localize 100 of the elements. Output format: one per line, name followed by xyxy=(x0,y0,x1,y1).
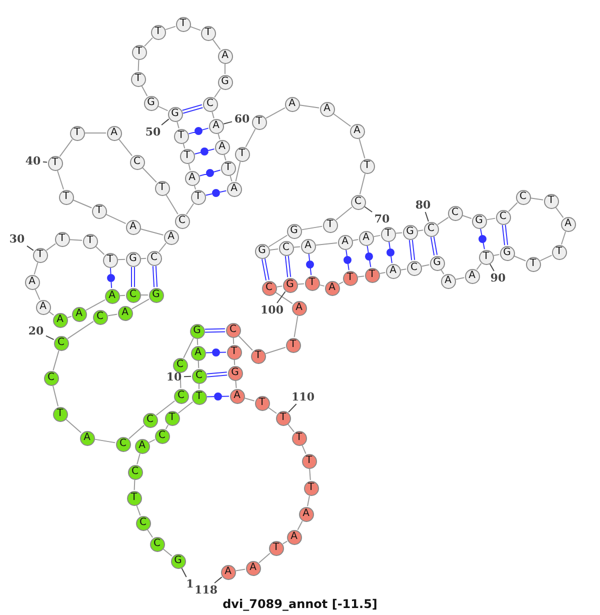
nucleotide-circle: C xyxy=(128,464,142,480)
backbone-line xyxy=(288,424,294,432)
nucleotide-circle: A xyxy=(190,346,206,360)
position-number: 90 xyxy=(490,272,506,284)
nucleotide-circle: T xyxy=(226,344,242,360)
nucleotide-circle: T xyxy=(130,72,146,86)
nucleotide-circle: A xyxy=(338,234,352,250)
nucleotide-circle: T xyxy=(92,204,106,218)
nucleotide-circle: C xyxy=(54,336,68,350)
leader-line xyxy=(181,568,187,578)
nucleotide-circle: A xyxy=(324,280,340,296)
nucleotide-circle: T xyxy=(544,194,558,208)
position-number: 20 xyxy=(28,326,44,336)
nucleotide-circle: T xyxy=(552,244,566,260)
backbone-line xyxy=(462,215,472,219)
nucleotide-circle: A xyxy=(24,274,40,290)
base-pair-double-line xyxy=(284,255,292,278)
backbone-line xyxy=(198,384,200,390)
backbone-line xyxy=(86,299,106,311)
backbone-line xyxy=(276,286,283,288)
nucleotide-circle: T xyxy=(380,226,396,242)
base-pair-dot-line xyxy=(365,245,373,268)
backbone-line xyxy=(136,453,140,465)
backbone-line xyxy=(165,424,169,430)
nucleotide-circle: T xyxy=(54,232,70,246)
backbone-line xyxy=(268,407,277,414)
nucleotide-circle: C xyxy=(278,240,294,256)
nucleotide-circle: C xyxy=(448,206,462,220)
caption: dvi_7089_annot [-11.5] xyxy=(222,597,378,611)
leader-line xyxy=(489,263,494,272)
nucleotide-circle: G xyxy=(500,246,514,260)
nucleotide-circle: C xyxy=(350,194,366,210)
nucleotide-circle: A xyxy=(184,170,200,186)
position-number: 40 xyxy=(25,156,41,166)
nucleotide-circle: A xyxy=(284,96,300,112)
backbone-line xyxy=(302,444,306,454)
nucleotide-circle: A xyxy=(286,530,302,544)
backbone-line xyxy=(162,548,172,556)
backbone-line xyxy=(190,26,201,31)
backbone-line xyxy=(52,385,59,407)
nucleotide-circle: T xyxy=(102,252,118,268)
backbone-line xyxy=(142,167,157,183)
backbone-line xyxy=(309,468,311,481)
backbone-line xyxy=(400,268,407,270)
nucleotide-circle: A xyxy=(164,230,178,244)
nucleotide-circle: T xyxy=(364,268,380,282)
nucleotide-circle: T xyxy=(150,24,166,40)
nucleotide-circle: T xyxy=(200,26,216,40)
backbone-line xyxy=(146,529,154,538)
nucleotide-circle: A xyxy=(246,560,260,576)
backbone-line xyxy=(319,284,325,287)
leader-line xyxy=(288,404,297,413)
position-number: 80 xyxy=(415,200,431,210)
nucleotide-circle: T xyxy=(70,126,84,140)
backbone-line xyxy=(508,202,518,212)
nucleotide-circle: C xyxy=(130,154,144,170)
nucleotide-circle: T xyxy=(32,248,48,262)
backbone-line xyxy=(196,338,198,346)
backbone-line xyxy=(182,143,186,149)
backbone-line xyxy=(107,314,118,316)
nucleotide-circle: C xyxy=(496,210,510,224)
base-pair-dot-line xyxy=(344,249,352,271)
backbone-line xyxy=(357,276,365,278)
backbone-line xyxy=(128,424,145,440)
nucleotide-circle: A xyxy=(386,264,400,278)
nucleotide-circle: A xyxy=(560,216,576,232)
backbone-line xyxy=(437,216,449,226)
nucleotide-circle: G xyxy=(254,244,270,258)
position-number: 50 xyxy=(145,126,161,138)
backbone-line xyxy=(336,206,352,220)
backbone-line xyxy=(299,104,320,108)
position-number: 100 xyxy=(260,304,284,316)
backbone-line xyxy=(307,495,310,507)
backbone-line xyxy=(315,242,338,246)
nucleotide-circle: C xyxy=(516,190,530,204)
nucleotide-circle: A xyxy=(52,312,68,328)
base-pair-dot-line xyxy=(188,127,209,135)
backbone-line xyxy=(118,258,126,260)
backbone-line xyxy=(65,418,82,434)
backbone-line xyxy=(268,234,288,248)
base-pair-double-line xyxy=(262,258,270,281)
nucleotide-circle: C xyxy=(154,428,170,444)
base-pair-dot-line xyxy=(206,348,226,356)
leader-line xyxy=(26,245,34,251)
backbone-line xyxy=(282,540,288,544)
backbone-line xyxy=(178,401,194,414)
nucleotide-circle: A xyxy=(80,430,94,446)
nucleotide-circle: T xyxy=(192,390,206,404)
backbone-line xyxy=(275,292,293,304)
nucleotide-circle: C xyxy=(150,536,164,552)
nucleotide-circle: T xyxy=(132,44,146,60)
backbone-line xyxy=(95,246,105,255)
nucleotide-circle: T xyxy=(82,234,98,248)
nucleotide-circle: C xyxy=(136,516,150,530)
backbone-line xyxy=(34,288,40,300)
nucleotide-circle: A xyxy=(214,140,230,154)
nucleotide-circle: A xyxy=(298,506,314,522)
base-pair-double-line xyxy=(182,104,204,114)
leader-line xyxy=(161,118,170,126)
nucleotide-circle: A xyxy=(220,564,236,580)
